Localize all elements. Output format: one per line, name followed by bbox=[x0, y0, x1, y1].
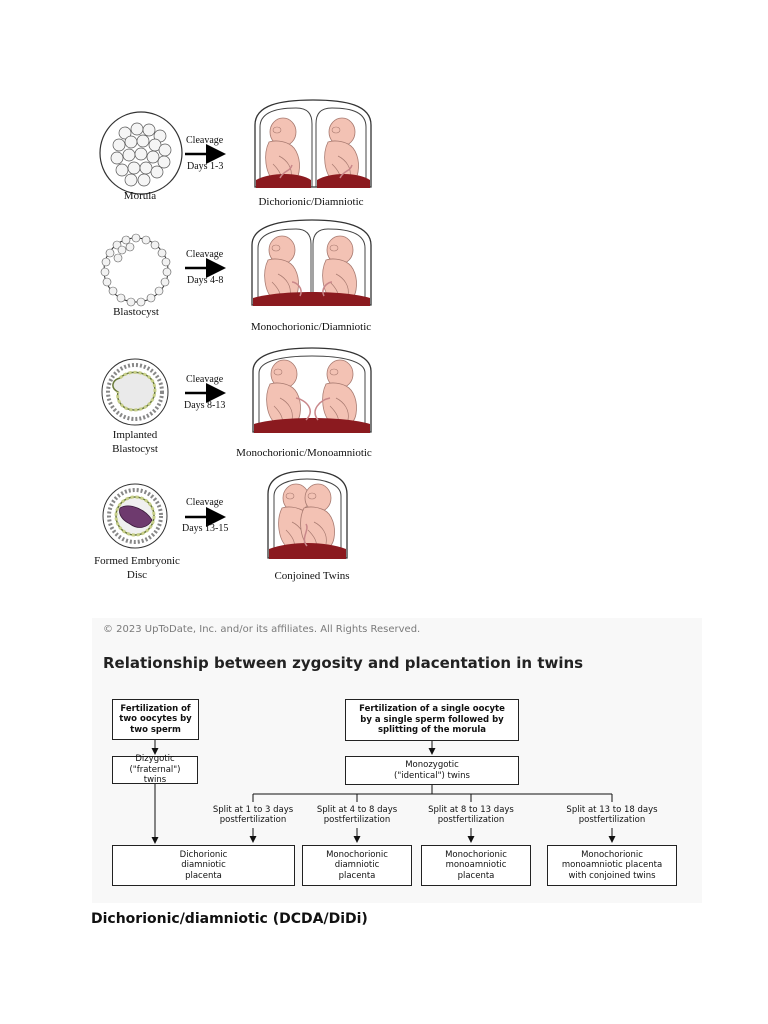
cleavage-label: Cleavage bbox=[186, 135, 224, 146]
outcome-box-monochorionic-monoamniotic: Monochorionic monoamniotic placenta bbox=[421, 845, 531, 886]
split-label-8-13-days: Split at 8 to 13 days postfertilization bbox=[428, 804, 514, 826]
dichorionic-diamniotic-drawing bbox=[254, 99, 372, 188]
implanted-blastocyst-drawing bbox=[101, 358, 169, 426]
outcome-box-dichorionic-diamniotic: Dichorionic diamniotic placenta bbox=[112, 845, 295, 886]
morula-drawing bbox=[99, 111, 183, 195]
split-label-1-3-days: Split at 1 to 3 days postfertilization bbox=[212, 804, 294, 826]
dizygotic-type-box: Dizygotic ("fraternal") twins bbox=[112, 754, 198, 785]
dizygotic-start-box: Fertilization of two oocytes by two sper… bbox=[112, 699, 199, 740]
cleavage-label: Cleavage bbox=[186, 249, 224, 260]
cleavage-label: Cleavage bbox=[186, 497, 224, 508]
blastocyst-drawing bbox=[100, 233, 172, 307]
conjoined-twins-drawing bbox=[267, 470, 348, 559]
monozygotic-start-box: Fertilization of a single oocyte by a si… bbox=[345, 699, 519, 741]
embryonic-disc-drawing bbox=[102, 483, 168, 549]
days-label: Days 1-3 bbox=[187, 161, 224, 172]
split-label-13-18-days: Split at 13 to 18 days postfertilization bbox=[566, 804, 658, 826]
outcome-label-conjoined-twins: Conjoined Twins bbox=[274, 570, 350, 582]
cleavage-label: Cleavage bbox=[186, 374, 224, 385]
split-label-4-8-days: Split at 4 to 8 days postfertilization bbox=[316, 804, 398, 826]
copyright-notice: © 2023 UpToDate, Inc. and/or its affilia… bbox=[103, 624, 421, 635]
outcome-box-monochorionic-diamniotic: Monochorionic diamniotic placenta bbox=[302, 845, 412, 886]
outcome-box-conjoined-twins: Monochorionic monoamniotic placenta with… bbox=[547, 845, 677, 886]
section-heading: Dichorionic/diamniotic (DCDA/DiDi) bbox=[91, 911, 368, 927]
embryology-illustration bbox=[99, 99, 372, 559]
outcome-label-monochorionic-diamniotic: Monochorionic/Diamniotic bbox=[250, 321, 372, 333]
stage-label-implanted-blastocyst: Implanted Blastocyst bbox=[112, 429, 158, 455]
figure-title: Relationship between zygosity and placen… bbox=[103, 654, 584, 672]
outcome-label-monochorionic-monoamniotic: Monochorionic/Monoamniotic bbox=[236, 447, 372, 459]
monozygotic-type-box: Monozygotic ("identical") twins bbox=[345, 756, 519, 785]
days-label: Days 8-13 bbox=[184, 400, 226, 411]
monochorionic-monoamniotic-drawing bbox=[252, 347, 372, 433]
monochorionic-diamniotic-drawing bbox=[251, 219, 372, 306]
days-label: Days 13-15 bbox=[182, 523, 229, 534]
stage-label-blastocyst: Blastocyst bbox=[113, 306, 159, 318]
stage-label-formed-embryonic-disc: Formed Embryonic Disc bbox=[94, 555, 180, 581]
outcome-label-dichorionic-diamniotic: Dichorionic/Diamniotic bbox=[258, 196, 364, 208]
days-label: Days 4-8 bbox=[187, 275, 224, 286]
stage-label-morula: Morula bbox=[123, 190, 157, 202]
